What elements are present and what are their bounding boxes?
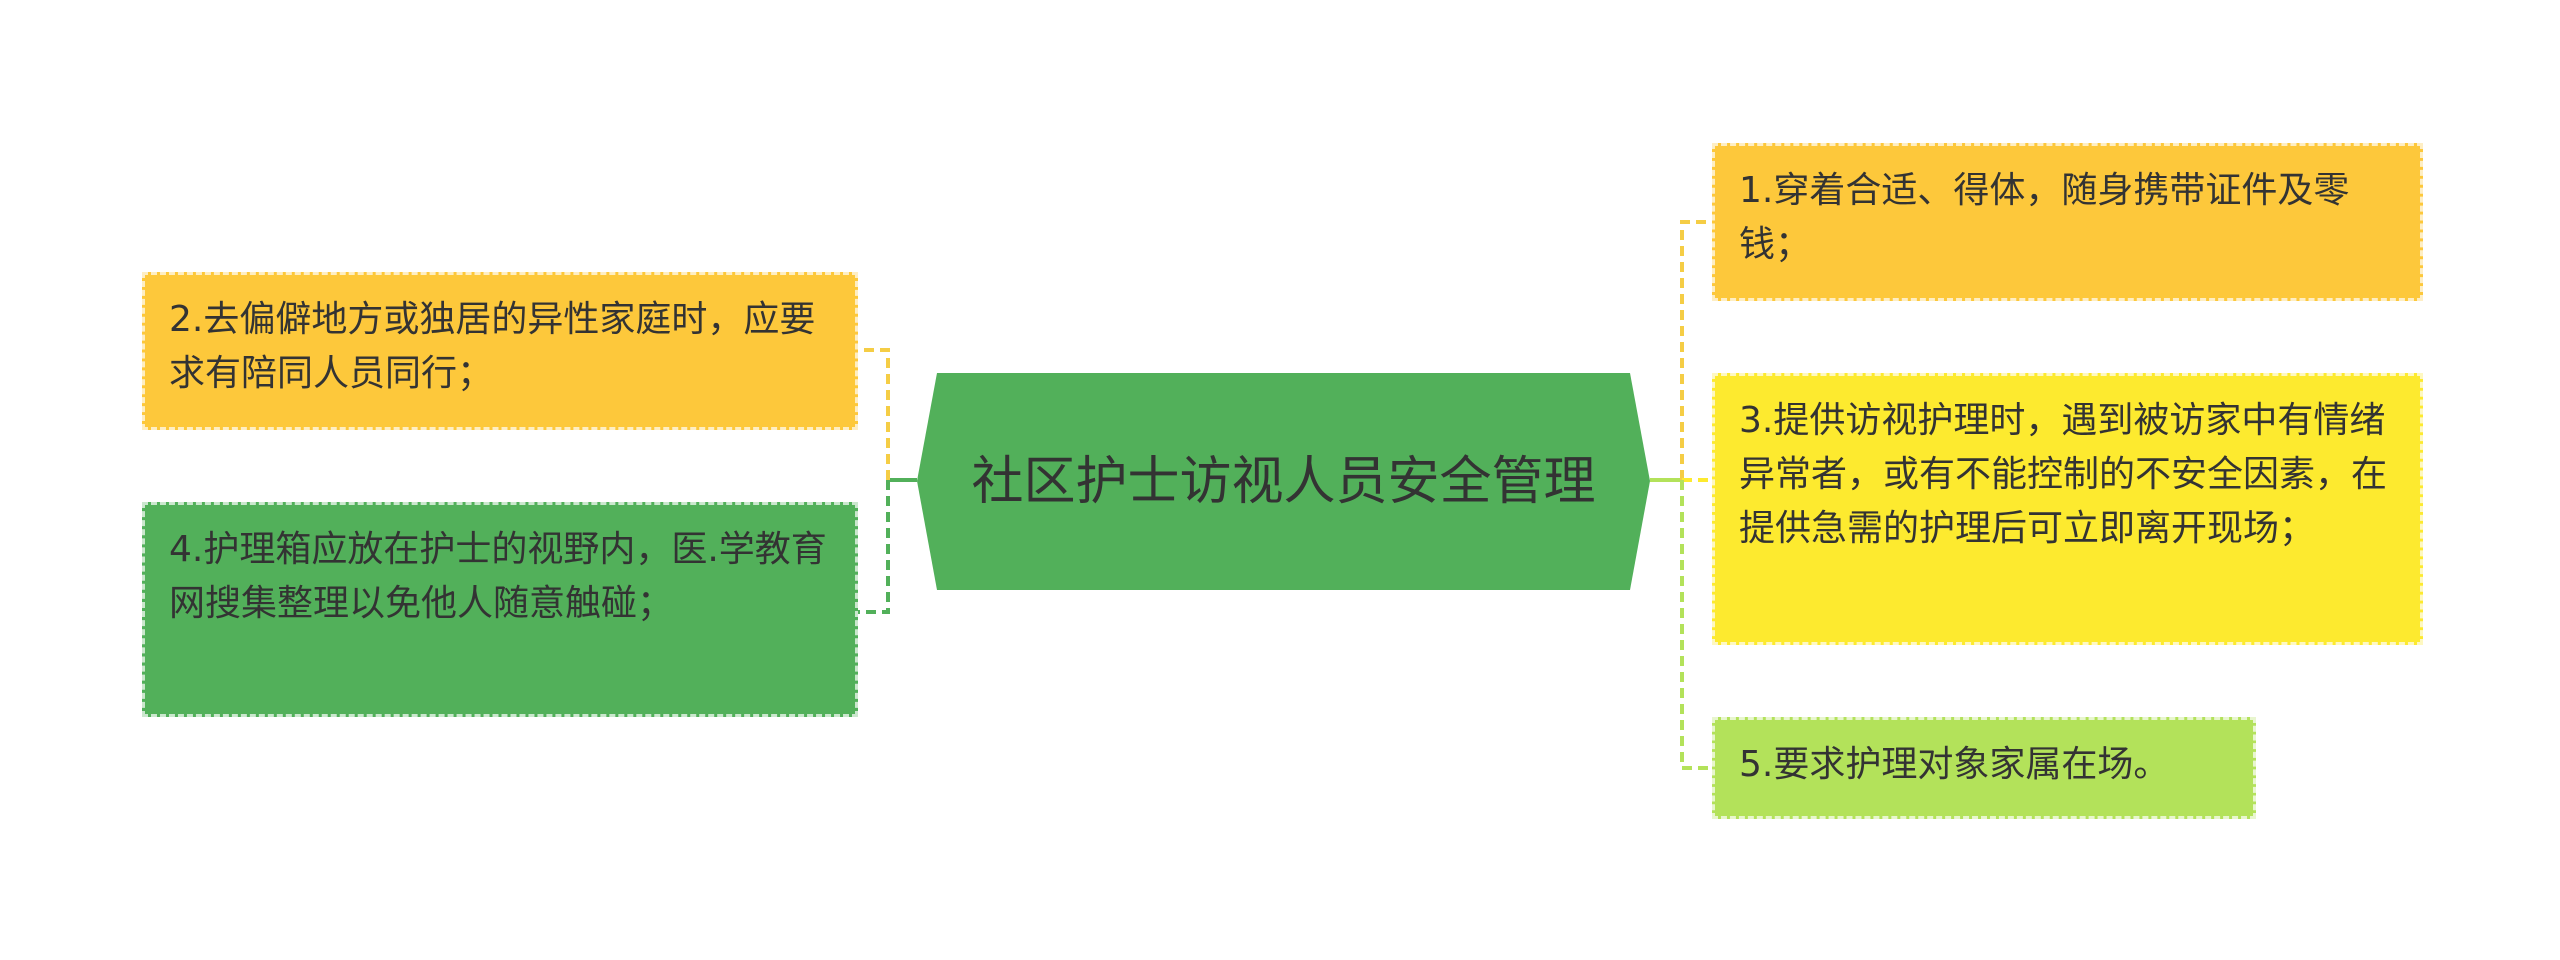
topic-node-1[interactable]: 1.穿着合适、得体，随身携带证件及零钱； (1712, 143, 2423, 301)
topic-node-3[interactable]: 3.提供访视护理时，遇到被访家中有情绪异常者，或有不能控制的不安全因素，在提供急… (1712, 373, 2423, 645)
topic-node-4[interactable]: 4.护理箱应放在护士的视野内，医.学教育网搜集整理以免他人随意触碰； (142, 502, 858, 717)
topic-node-5[interactable]: 5.要求护理对象家属在场。 (1712, 717, 2256, 819)
connector-to-node-2 (858, 348, 890, 480)
central-topic[interactable]: 社区护士访视人员安全管理 (917, 373, 1650, 590)
topic-node-2[interactable]: 2.去偏僻地方或独居的异性家庭时，应要求有陪同人员同行； (142, 272, 858, 430)
connector-to-node-1 (1680, 220, 1712, 480)
topic-node-5-text: 5.要求护理对象家属在场。 (1739, 744, 2170, 785)
connector-to-node-4 (858, 480, 890, 614)
topic-node-1-text: 1.穿着合适、得体，随身携带证件及零钱； (1739, 170, 2350, 265)
central-topic-shape (917, 373, 1650, 590)
connector-to-node-5 (1680, 480, 1712, 770)
topic-node-3-text: 3.提供访视护理时，遇到被访家中有情绪异常者，或有不能控制的不安全因素，在提供急… (1739, 400, 2388, 549)
central-topic-label: 社区护士访视人员安全管理 (971, 451, 1596, 512)
topic-node-4-text: 4.护理箱应放在护士的视野内，医.学教育网搜集整理以免他人随意触碰； (169, 529, 827, 624)
topic-node-2-text: 2.去偏僻地方或独居的异性家庭时，应要求有陪同人员同行； (169, 299, 816, 394)
